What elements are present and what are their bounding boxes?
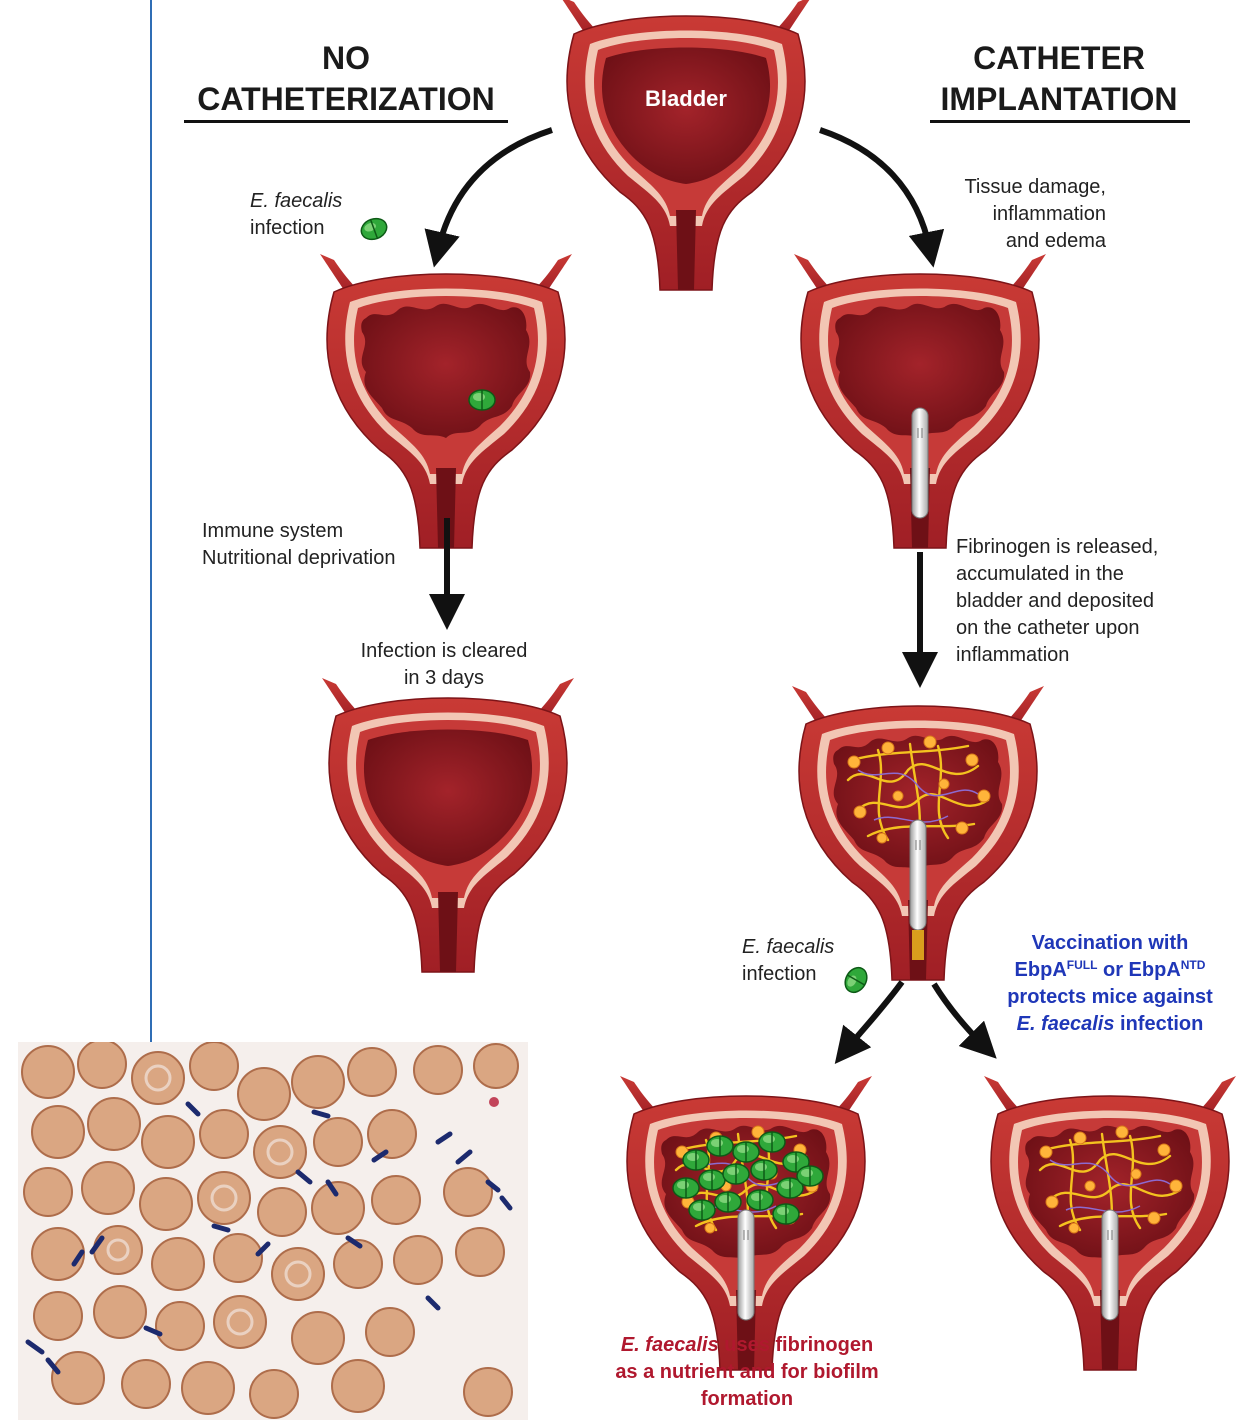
vaccination-line4: E. faecalis infection: [982, 1011, 1238, 1038]
fib-line3: bladder and deposited: [956, 588, 1158, 615]
vaccination-or: or: [1103, 959, 1123, 981]
fib-line5: inflammation: [956, 642, 1158, 669]
damage-line2: inflammation: [930, 201, 1106, 228]
header-right-line2: IMPLANTATION: [928, 79, 1190, 120]
bacterium-icon: [841, 964, 871, 997]
header-right-line1: CATHETER: [928, 38, 1190, 79]
bacterium-icon: [358, 215, 389, 243]
biofilm-species: E. faecalis: [621, 1334, 719, 1356]
left-infection-label: E. faecalis infection: [250, 188, 342, 242]
biofilm-line3: formation: [580, 1386, 914, 1413]
right-infection-label: E. faecalis infection: [742, 934, 834, 988]
left-infection-species: E. faecalis: [250, 188, 342, 215]
vaccination-line2: EbpAFULL or EbpANTD: [982, 957, 1238, 984]
ebpa-full-name: EbpA: [1015, 959, 1067, 981]
tissue-damage-label: Tissue damage, inflammation and edema: [930, 174, 1106, 255]
vaccination-line1: Vaccination with: [982, 930, 1238, 957]
arrow-to-infection: [438, 130, 552, 250]
fib-line2: accumulated in the: [956, 561, 1158, 588]
microscopy-image: [18, 1042, 528, 1420]
left-infection-word: infection: [250, 215, 342, 242]
arrow-to-vaccinated: [934, 984, 984, 1046]
header-left-underline: [184, 120, 508, 123]
fib-line1: Fibrinogen is released,: [956, 534, 1158, 561]
arrow-to-catheter: [820, 130, 930, 250]
bladder-vaccinated-illustration: [984, 1076, 1236, 1370]
bladder-cleared-illustration: [322, 678, 574, 972]
bladder-infected-illustration: [320, 254, 572, 548]
clearance-factors-label: Immune system Nutritional deprivation: [202, 518, 395, 572]
outcome-line1: Infection is cleared: [336, 638, 552, 665]
bladder-biofilm-illustration: [620, 1076, 872, 1370]
fibrinogen-label: Fibrinogen is released, accumulated in t…: [956, 534, 1158, 669]
biofilm-line1: E. faecalis uses fibrinogen: [580, 1332, 914, 1359]
fib-line4: on the catheter upon: [956, 615, 1158, 642]
header-left-line1: NO: [182, 38, 510, 79]
biofilm-line1-rest: uses fibrinogen: [724, 1334, 873, 1356]
damage-line1: Tissue damage,: [930, 174, 1106, 201]
header-no-catheterization: NO CATHETERIZATION: [182, 38, 510, 120]
vaccination-infection: infection: [1120, 1013, 1203, 1035]
vaccination-line3: protects mice against: [982, 984, 1238, 1011]
damage-line3: and edema: [930, 228, 1106, 255]
outcome-line2: in 3 days: [336, 665, 552, 692]
microscopy-cells: [18, 1042, 528, 1420]
bladder-top-illustration: [560, 0, 812, 290]
infection-cleared-label: Infection is cleared in 3 days: [336, 638, 552, 692]
header-left-line2: CATHETERIZATION: [182, 79, 510, 120]
vaccination-label: Vaccination with EbpAFULL or EbpANTD pro…: [982, 930, 1238, 1038]
ebpa-ntd-name: EbpA: [1129, 959, 1181, 981]
right-infection-species: E. faecalis: [742, 934, 834, 961]
factor-nutritional-deprivation: Nutritional deprivation: [202, 545, 395, 572]
header-right-underline: [930, 120, 1190, 123]
ebpa-full-sup: FULL: [1067, 958, 1098, 972]
biofilm-caption: E. faecalis uses fibrinogen as a nutrien…: [580, 1332, 914, 1413]
right-infection-word: infection: [742, 961, 834, 988]
biofilm-line2: as a nutrient and for biofilm: [580, 1359, 914, 1386]
factor-immune-system: Immune system: [202, 518, 395, 545]
vaccination-species: E. faecalis: [1017, 1013, 1115, 1035]
header-catheter-implantation: CATHETER IMPLANTATION: [928, 38, 1190, 120]
bladder-label: Bladder: [616, 86, 756, 112]
bladder-catheter-illustration: [794, 254, 1046, 548]
ebpa-ntd-sup: NTD: [1181, 958, 1206, 972]
